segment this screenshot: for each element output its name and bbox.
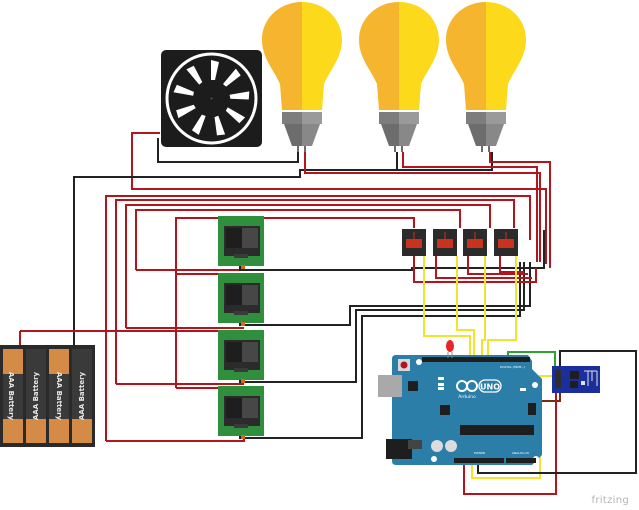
relay-1[interactable] [402,229,426,256]
antenna-trace [584,370,598,386]
digital-header [422,357,530,362]
battery-cell-1: AAA Battery [3,349,23,443]
switch-pin-markers [241,265,245,439]
arduino-logo: UNO Arduino [456,379,502,400]
wire-relay-loop-2 [435,254,532,279]
esp8266-module[interactable] [552,366,600,393]
arduino-board [392,355,542,465]
battery-cell-4: AAA Battery [72,349,92,443]
switch-rocker-off [226,228,242,248]
capacitor [431,440,443,452]
digital-header-label: DIGITAL (PWM~) [500,365,525,369]
wire-red-distribution-5 [175,217,415,388]
relay-2[interactable] [433,229,457,256]
wire-red-distribution-3 [125,204,491,328]
wire-relay-loop-1 [413,254,537,283]
wire-bulb2-relay [402,152,538,262]
wires [19,132,637,495]
wire-switch3-signal [239,262,525,383]
wire-relay3-signal [481,256,486,358]
fan[interactable] [161,50,262,147]
battery-cell-label: AAA Battery [32,371,40,420]
fritzing-watermark: fritzing [591,495,629,506]
arduino-brand-label: Arduino [458,394,476,400]
wire-red-distribution-4 [135,209,461,270]
wire-fan-ground [157,138,299,163]
icsp2-header [408,381,418,391]
wire-switch4-signal [239,262,521,439]
switch-2[interactable] [218,273,264,323]
analog-header [506,458,536,463]
power-header-label: POWER [474,451,485,455]
switch-rocker-on [242,228,258,248]
switches [218,216,264,436]
relay-coil [406,239,422,248]
wire-bulb1-relay [304,152,541,262]
relays [402,229,518,256]
wire-bulb-ground [300,152,398,171]
battery-cell-3: AAA Battery [49,349,69,443]
battery-cell-label: AAA Battery [78,371,86,420]
bulb-3[interactable] [446,2,526,152]
battery-cell-label: AAA Battery [55,372,63,421]
arduino-uno[interactable]: UNO Arduino DIGITAL (PWM~) POWER ANALOG … [378,355,542,465]
battery-cell-label: AAA Battery [7,372,15,421]
bulb-2[interactable] [359,2,439,152]
bulbs [262,2,526,152]
wire-red-distribution-2 [115,199,515,384]
wire-red-distribution-1 [105,195,531,441]
analog-header-label: ANALOG IN [512,451,529,455]
battery-pack: AAA Battery AAA Battery AAA Battery AAA … [0,345,95,447]
red-led [446,340,454,358]
uno-label: UNO [480,383,500,392]
wire-switch2-signal [239,262,531,326]
wire-bulb3-relay [489,152,551,268]
esp-pin-header [555,370,561,388]
wire-relay2-signal [456,256,475,358]
wire-relay1-signal [423,256,471,358]
fan-blades [173,60,250,136]
wire-esp-power [471,375,555,479]
relay-4[interactable] [494,229,518,256]
usb-port [378,375,402,397]
relay-3[interactable] [463,229,487,256]
wire-relay4-signal [487,256,517,358]
power-jack [386,439,412,459]
capacitor [445,440,457,452]
wire-fan-power [131,132,547,264]
battery-cell-2: AAA Battery [26,349,46,443]
wire-esp-vcc [463,384,557,495]
wire-switch4-return [106,436,245,442]
atmega-chip [460,425,534,435]
wire-relay-loop-3 [467,254,528,275]
wire-switch1-signal [239,230,545,271]
icsp-header [528,403,536,415]
power-header [454,458,504,463]
wire-esp-ground [477,350,637,474]
switch-4[interactable] [218,386,264,436]
switch-1[interactable] [218,216,264,266]
switch-3[interactable] [218,330,264,380]
bulb-1[interactable] [262,2,342,152]
